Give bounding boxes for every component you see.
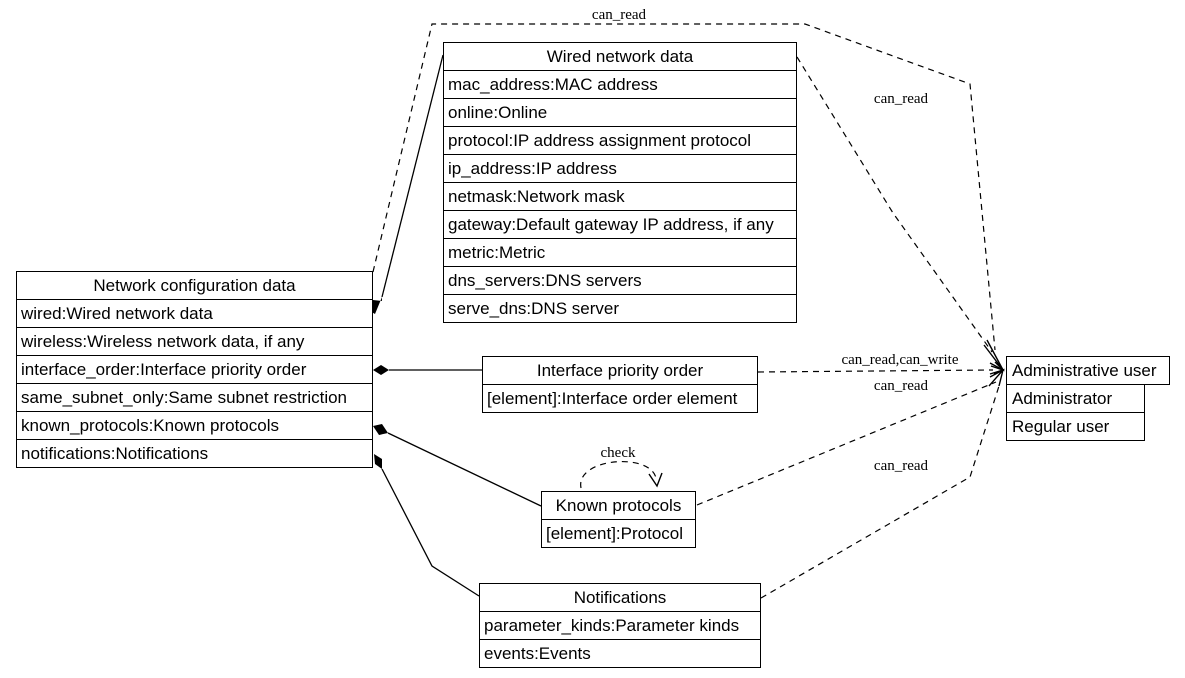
edge-label-netconf: can_read	[592, 7, 647, 23]
class-known-protocols: Known protocols [element]:Protocol	[541, 491, 696, 548]
permission-edge-known-protocols	[696, 381, 997, 506]
edge-label-notifications: can_read	[874, 458, 929, 474]
class-field: ip_address:IP address	[444, 155, 796, 183]
class-field: protocol:IP address assignment protocol	[444, 127, 796, 155]
class-field: same_subnet_only:Same subnet restriction	[17, 384, 372, 412]
user-role-header: Administrative user	[1006, 356, 1170, 385]
class-title: Wired network data	[444, 43, 796, 71]
class-field: interface_order:Interface priority order	[17, 356, 372, 384]
permission-edge-notifications	[760, 385, 1000, 599]
user-role: Regular user	[1006, 412, 1145, 441]
class-network-configuration-data: Network configuration data wired:Wired n…	[16, 271, 373, 468]
class-field: netmask:Network mask	[444, 183, 796, 211]
user-roles-box: Administrative user Administrator Regula…	[1006, 356, 1170, 442]
class-field: mac_address:MAC address	[444, 71, 796, 99]
edge-label-known-protocols: can_read	[874, 378, 929, 394]
permission-edge-interface-order	[757, 369, 994, 373]
composition-edge-notifications	[374, 454, 480, 597]
self-edge-check	[580, 460, 657, 489]
class-notifications: Notifications parameter_kinds:Parameter …	[479, 583, 761, 668]
class-field: events:Events	[484, 644, 591, 663]
class-title: Notifications	[480, 584, 760, 612]
composition-edge-wired	[370, 54, 444, 314]
class-field: [element]:Protocol	[546, 524, 684, 543]
arrowheads	[648, 339, 1006, 488]
class-field: parameter_kinds:Parameter kinds	[480, 612, 760, 640]
composition-edge-interface-order	[373, 365, 482, 375]
class-field: online:Online	[444, 99, 796, 127]
class-field: wireless:Wireless network data, if any	[17, 328, 372, 356]
class-title: Known protocols	[542, 492, 695, 520]
class-field: gateway:Default gateway IP address, if a…	[444, 211, 796, 239]
class-field: wired:Wired network data	[17, 300, 372, 328]
class-field: [element]:Interface order element	[487, 389, 738, 408]
edge-label-check: check	[601, 445, 636, 461]
class-field: known_protocols:Known protocols	[17, 412, 372, 440]
edge-label-wired: can_read	[874, 91, 929, 107]
class-field: metric:Metric	[444, 239, 796, 267]
class-title: Network configuration data	[17, 272, 372, 300]
class-field: notifications:Notifications	[21, 444, 209, 463]
class-wired-network-data: Wired network data mac_address:MAC addre…	[443, 42, 797, 323]
composition-edge-known-protocols	[373, 424, 542, 507]
edge-label-interface-order: can_read,can_write	[841, 352, 958, 368]
permission-edge-netconf	[372, 23, 996, 351]
class-field: dns_servers:DNS servers	[444, 267, 796, 295]
user-role: Administrator	[1006, 384, 1145, 413]
class-title: Interface priority order	[483, 357, 757, 385]
class-field: serve_dns:DNS server	[448, 299, 620, 318]
class-interface-priority-order: Interface priority order [element]:Inter…	[482, 356, 758, 413]
